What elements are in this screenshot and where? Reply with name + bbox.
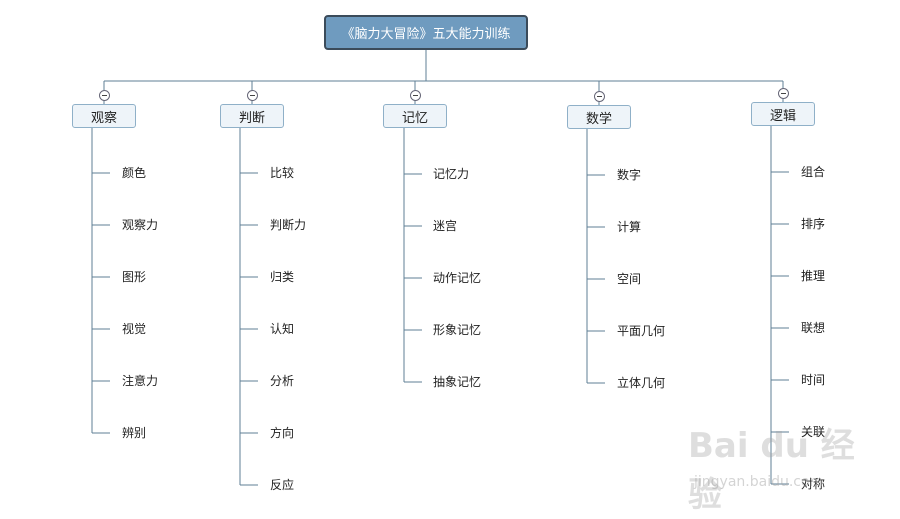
leaf-node[interactable]: 归类 bbox=[270, 270, 295, 284]
branch-node-label: 逻辑 bbox=[769, 108, 796, 124]
leaf-node[interactable]: 联想 bbox=[801, 321, 826, 335]
leaf-node[interactable]: 视觉 bbox=[122, 322, 147, 336]
branch-node[interactable]: 逻辑 bbox=[751, 102, 815, 126]
leaf-node[interactable]: 排序 bbox=[801, 217, 826, 231]
leaf-node[interactable]: 观察力 bbox=[122, 218, 159, 232]
branch-node[interactable]: 观察 bbox=[72, 104, 136, 128]
leaf-node[interactable]: 平面几何 bbox=[617, 324, 666, 338]
leaf-node[interactable]: 认知 bbox=[270, 322, 295, 336]
branch-node[interactable]: 数学 bbox=[567, 105, 631, 129]
leaf-node[interactable]: 注意力 bbox=[122, 374, 159, 388]
leaf-node[interactable]: 抽象记忆 bbox=[433, 375, 482, 389]
leaf-node[interactable]: 迷宫 bbox=[433, 219, 458, 233]
leaf-node[interactable]: 时间 bbox=[801, 373, 826, 387]
branch-node-label: 记忆 bbox=[401, 110, 428, 126]
leaf-node[interactable]: 反应 bbox=[270, 478, 295, 492]
leaf-node[interactable]: 关联 bbox=[801, 425, 826, 439]
leaf-node[interactable]: 判断力 bbox=[270, 218, 307, 232]
leaf-node[interactable]: 方向 bbox=[270, 426, 295, 440]
collapse-toggle-icon[interactable] bbox=[593, 91, 605, 102]
collapse-toggle-icon[interactable] bbox=[409, 90, 421, 101]
leaf-node[interactable]: 空间 bbox=[617, 272, 642, 286]
root-node[interactable]: 《脑力大冒险》五大能力训练 bbox=[324, 15, 528, 50]
leaf-node[interactable]: 分析 bbox=[270, 374, 295, 388]
leaf-node[interactable]: 比较 bbox=[270, 166, 295, 180]
leaf-node[interactable]: 形象记忆 bbox=[433, 323, 482, 337]
leaf-node[interactable]: 图形 bbox=[122, 270, 147, 284]
branch-node[interactable]: 记忆 bbox=[383, 104, 447, 128]
branch-node-label: 判断 bbox=[238, 110, 265, 126]
collapse-toggle-icon[interactable] bbox=[246, 90, 258, 101]
leaf-node[interactable]: 对称 bbox=[801, 477, 826, 491]
leaf-node[interactable]: 立体几何 bbox=[617, 376, 666, 390]
leaf-node[interactable]: 数字 bbox=[617, 168, 642, 182]
leaf-node[interactable]: 颜色 bbox=[122, 166, 147, 180]
leaf-node[interactable]: 记忆力 bbox=[433, 167, 470, 181]
leaf-node[interactable]: 计算 bbox=[617, 220, 642, 234]
leaf-node[interactable]: 动作记忆 bbox=[433, 271, 482, 285]
branch-node-label: 观察 bbox=[90, 110, 117, 126]
root-node-label: 《脑力大冒险》五大能力训练 bbox=[341, 27, 511, 42]
branch-node[interactable]: 判断 bbox=[220, 104, 284, 128]
leaf-node[interactable]: 推理 bbox=[801, 269, 826, 283]
collapse-toggle-icon[interactable] bbox=[98, 90, 110, 101]
collapse-toggle-icon[interactable] bbox=[777, 88, 789, 99]
branch-node-label: 数学 bbox=[585, 111, 612, 127]
leaf-node[interactable]: 组合 bbox=[801, 165, 826, 179]
leaf-node[interactable]: 辨别 bbox=[122, 426, 147, 440]
